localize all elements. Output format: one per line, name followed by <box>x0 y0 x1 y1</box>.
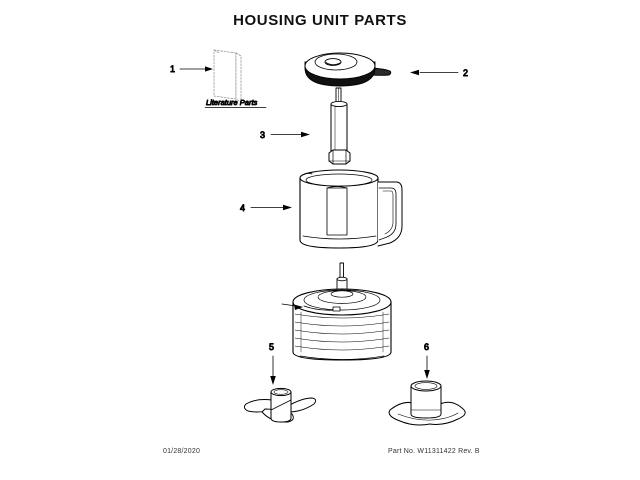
callout-1: 1 <box>170 64 213 74</box>
svg-text:3: 3 <box>260 130 265 140</box>
page-title: HOUSING UNIT PARTS <box>233 12 407 29</box>
part-blade-assembly <box>243 387 317 423</box>
part-work-bowl <box>299 169 403 249</box>
callout-5: 5 <box>269 342 276 385</box>
svg-text:1: 1 <box>170 64 175 74</box>
part-drive-shaft <box>328 87 351 165</box>
svg-text:5: 5 <box>269 342 274 352</box>
svg-text:2: 2 <box>463 68 468 78</box>
part-motor-base <box>281 262 392 361</box>
part-lid-assembly <box>304 52 392 87</box>
svg-text:Literature Parts: Literature Parts <box>206 98 258 107</box>
footer-date: 01/28/2020 <box>163 448 201 455</box>
callout-6: 6 <box>424 342 430 379</box>
callout-3: 3 <box>260 130 310 140</box>
part-disc-hub-assembly <box>388 380 466 426</box>
part-literature-parts-booklet <box>213 49 242 103</box>
svg-text:6: 6 <box>424 342 429 352</box>
callout-4: 4 <box>240 203 292 213</box>
literature-parts-label: Literature Parts <box>204 98 267 108</box>
footer-part-number: Part No. W11311422 Rev. B <box>388 448 480 455</box>
callout-2: 2 <box>410 68 468 78</box>
svg-text:4: 4 <box>240 203 245 213</box>
